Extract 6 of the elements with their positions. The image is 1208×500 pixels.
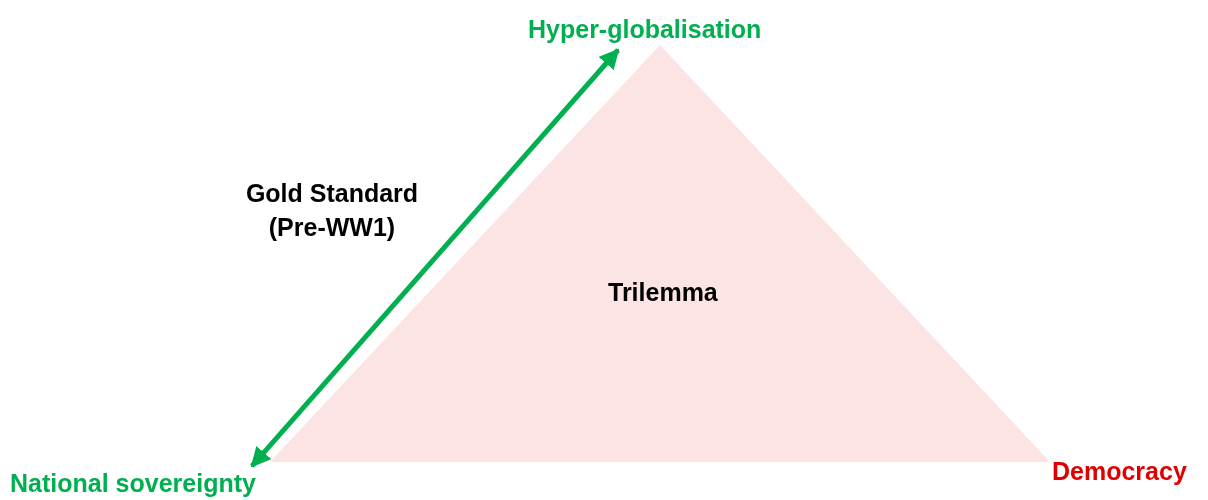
node-label: Trilemma xyxy=(608,277,718,307)
edge-label: Gold Standard (Pre-WW1) xyxy=(244,178,420,243)
double-arrow xyxy=(250,48,620,468)
corner-label: Democracy xyxy=(1052,456,1187,486)
node-label: National sovereignty xyxy=(10,468,292,500)
node-label: Hyper-globalisation xyxy=(528,14,792,46)
